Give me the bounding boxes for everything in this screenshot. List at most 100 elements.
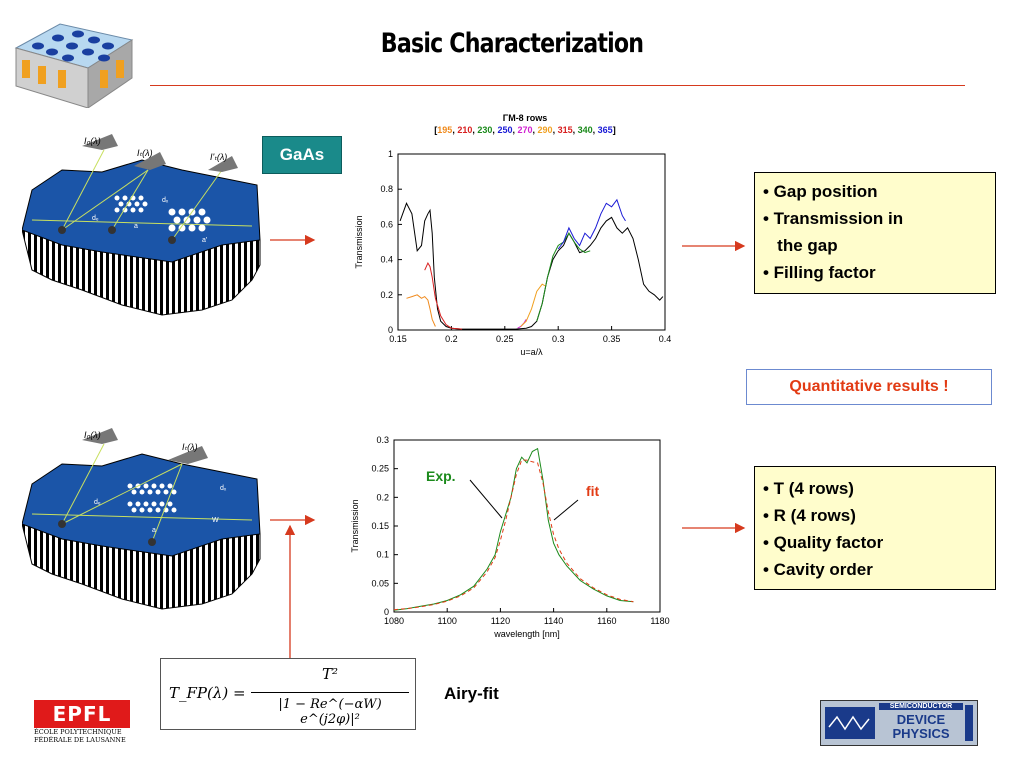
airy-formula: T_FP(λ) = T² |1 − Re^(−αW) e^(j2φ)|² bbox=[160, 658, 416, 730]
x-tick-label: 1180 bbox=[650, 616, 669, 626]
bottom-label-i0: I₀(λ) bbox=[84, 430, 101, 440]
y-tick-label: 0.2 bbox=[380, 290, 393, 300]
transmission-vs-wavelength-chart: 1080 1100 1120 1140 1160 1180 0 0.05 0.1 0.15 0.2 0… bbox=[350, 435, 670, 639]
results-box-1-line: the gap bbox=[763, 236, 838, 255]
series-line-6 bbox=[557, 198, 626, 250]
transmission-vs-u-chart: ΓM-8 rows [195, 210, 230, 250, 270, 290, … bbox=[354, 113, 671, 357]
results-box-2-line: • Cavity order bbox=[763, 560, 873, 579]
results-box-2-line: • R (4 rows) bbox=[763, 506, 856, 525]
bottom-label-w: W bbox=[212, 517, 219, 524]
annotation-exp: Exp. bbox=[426, 468, 456, 484]
y-axis-label: Transmission bbox=[350, 499, 360, 552]
y-tick-label: 0.25 bbox=[371, 464, 389, 474]
device-physics-logo: SEMICONDUCTOR DEVICE PHYSICS bbox=[820, 700, 978, 746]
gaas-label: GaAs bbox=[262, 136, 342, 174]
x-tick-label: 0.15 bbox=[389, 334, 407, 344]
subtitle-separator: , bbox=[553, 125, 558, 135]
x-tick-label: 1080 bbox=[384, 616, 404, 626]
y-tick-label: 0.1 bbox=[376, 550, 389, 560]
y-tick-label: 0.2 bbox=[376, 492, 389, 502]
formula-denominator: |1 − Re^(−αW) e^(j2φ)|² bbox=[278, 697, 382, 727]
subtitle-row-count: 210 bbox=[457, 125, 472, 135]
y-tick-label: 0.4 bbox=[380, 255, 393, 265]
circuit-icon bbox=[825, 707, 875, 739]
series-line-1 bbox=[424, 262, 463, 330]
subtitle-separator: , bbox=[492, 125, 497, 135]
epfl-logo-line: ÉCOLE POLYTECHNIQUE bbox=[34, 728, 122, 736]
x-tick-label: 0.2 bbox=[445, 334, 458, 344]
annotation-exp-pointer bbox=[469, 479, 503, 519]
subtitle-row-count: 290 bbox=[538, 125, 553, 135]
series-line-1 bbox=[393, 459, 634, 611]
x-tick-label: 1160 bbox=[597, 616, 616, 626]
y-tick-label: 0.6 bbox=[380, 219, 393, 229]
top-label-dx: dₓ bbox=[162, 197, 169, 204]
x-tick-label: 1100 bbox=[438, 616, 457, 626]
top-slab-schematic: I₀(λ) Iₜ(λ) I'ₜ(λ) dₓ dₑ a a' bbox=[21, 130, 262, 320]
top-label-i0: I₀(λ) bbox=[84, 136, 101, 146]
results-box-1-line: • Transmission in bbox=[763, 209, 904, 228]
plot-frame bbox=[397, 153, 666, 331]
top-label-it-prime: I'ₜ(λ) bbox=[210, 152, 227, 162]
x-axis-label: u=a/λ bbox=[520, 347, 543, 357]
x-tick-label: 0.3 bbox=[552, 334, 565, 344]
formula-fraction-bar bbox=[251, 692, 409, 693]
y-axis-label: Transmission bbox=[354, 215, 364, 268]
y-tick-label: 0.05 bbox=[371, 578, 389, 588]
results-box-1: • Gap position • Transmission in the gap… bbox=[754, 172, 996, 294]
x-tick-label: 1140 bbox=[544, 616, 563, 626]
epfl-logo-mark: EPFL bbox=[34, 700, 130, 728]
results-box-2: • T (4 rows) • R (4 rows) • Quality fact… bbox=[754, 466, 996, 590]
subtitle-row-count: 195 bbox=[437, 125, 452, 135]
subtitle-separator: , bbox=[593, 125, 598, 135]
subtitle-row-count: 250 bbox=[497, 125, 512, 135]
subtitle-row-count: 340 bbox=[578, 125, 593, 135]
subtitle-row-count: 315 bbox=[558, 125, 573, 135]
x-axis-label: wavelength [nm] bbox=[493, 629, 560, 639]
top-label-it: Iₜ(λ) bbox=[137, 148, 153, 158]
airy-fit-label: Airy-fit bbox=[444, 684, 499, 703]
plot-frame bbox=[393, 439, 661, 613]
chart-subtitle: [195, 210, 230, 250, 270, 290, 315, 340,… bbox=[434, 125, 615, 135]
formula-numerator: T² bbox=[321, 665, 339, 683]
top-label-a-prime: a' bbox=[202, 237, 207, 244]
chart-title: ΓM-8 rows bbox=[503, 113, 547, 123]
x-tick-label: 0.25 bbox=[496, 334, 514, 344]
series-line-2 bbox=[406, 294, 436, 327]
series-line-0 bbox=[393, 447, 634, 611]
top-label-de: dₑ bbox=[92, 215, 99, 222]
bottom-slab-schematic: I₀(λ) Iₜ(λ) dₓ dₑ a W bbox=[21, 424, 262, 614]
subtitle-separator: , bbox=[573, 125, 578, 135]
subtitle-separator: , bbox=[512, 125, 517, 135]
y-tick-label: 0.8 bbox=[380, 184, 393, 194]
quantitative-results-label: Quantitative results ! bbox=[746, 369, 992, 405]
formula-lhs: T_FP(λ) = bbox=[169, 684, 246, 702]
y-tick-label: 0 bbox=[388, 325, 393, 335]
y-tick-label: 0 bbox=[384, 607, 389, 617]
subtitle-row-count: 230 bbox=[477, 125, 492, 135]
logo-device-text: DEVICE bbox=[896, 712, 946, 727]
subtitle-row-count: 365 bbox=[598, 125, 613, 135]
subtitle-bracket: ] bbox=[613, 125, 616, 135]
y-tick-label: 1 bbox=[388, 149, 393, 159]
epfl-logo-line: FÉDÉRALE DE LAUSANNE bbox=[34, 736, 126, 744]
series-line-4 bbox=[520, 283, 546, 327]
subtitle-separator: , bbox=[533, 125, 538, 135]
bottom-label-a: a bbox=[152, 527, 156, 534]
results-box-2-line: • T (4 rows) bbox=[763, 479, 854, 498]
crystal-slab-logo bbox=[8, 8, 136, 109]
x-tick-label: 0.35 bbox=[603, 334, 621, 344]
x-tick-label: 1120 bbox=[491, 616, 510, 626]
y-tick-label: 0.15 bbox=[371, 521, 389, 531]
y-tick-label: 0.3 bbox=[376, 435, 389, 445]
epfl-logo: EPFL ÉCOLE POLYTECHNIQUE FÉDÉRALE DE LAU… bbox=[34, 700, 130, 746]
annotation-fit: fit bbox=[586, 483, 600, 499]
title-underline bbox=[150, 85, 965, 86]
subtitle-separator: , bbox=[472, 125, 477, 135]
page-title: Basic Characterization bbox=[380, 28, 644, 59]
logo-physics-text: PHYSICS bbox=[892, 726, 950, 741]
subtitle-row-count: 270 bbox=[517, 125, 532, 135]
results-box-2-line: • Quality factor bbox=[763, 533, 884, 552]
bottom-label-dx: dₓ bbox=[220, 485, 227, 492]
